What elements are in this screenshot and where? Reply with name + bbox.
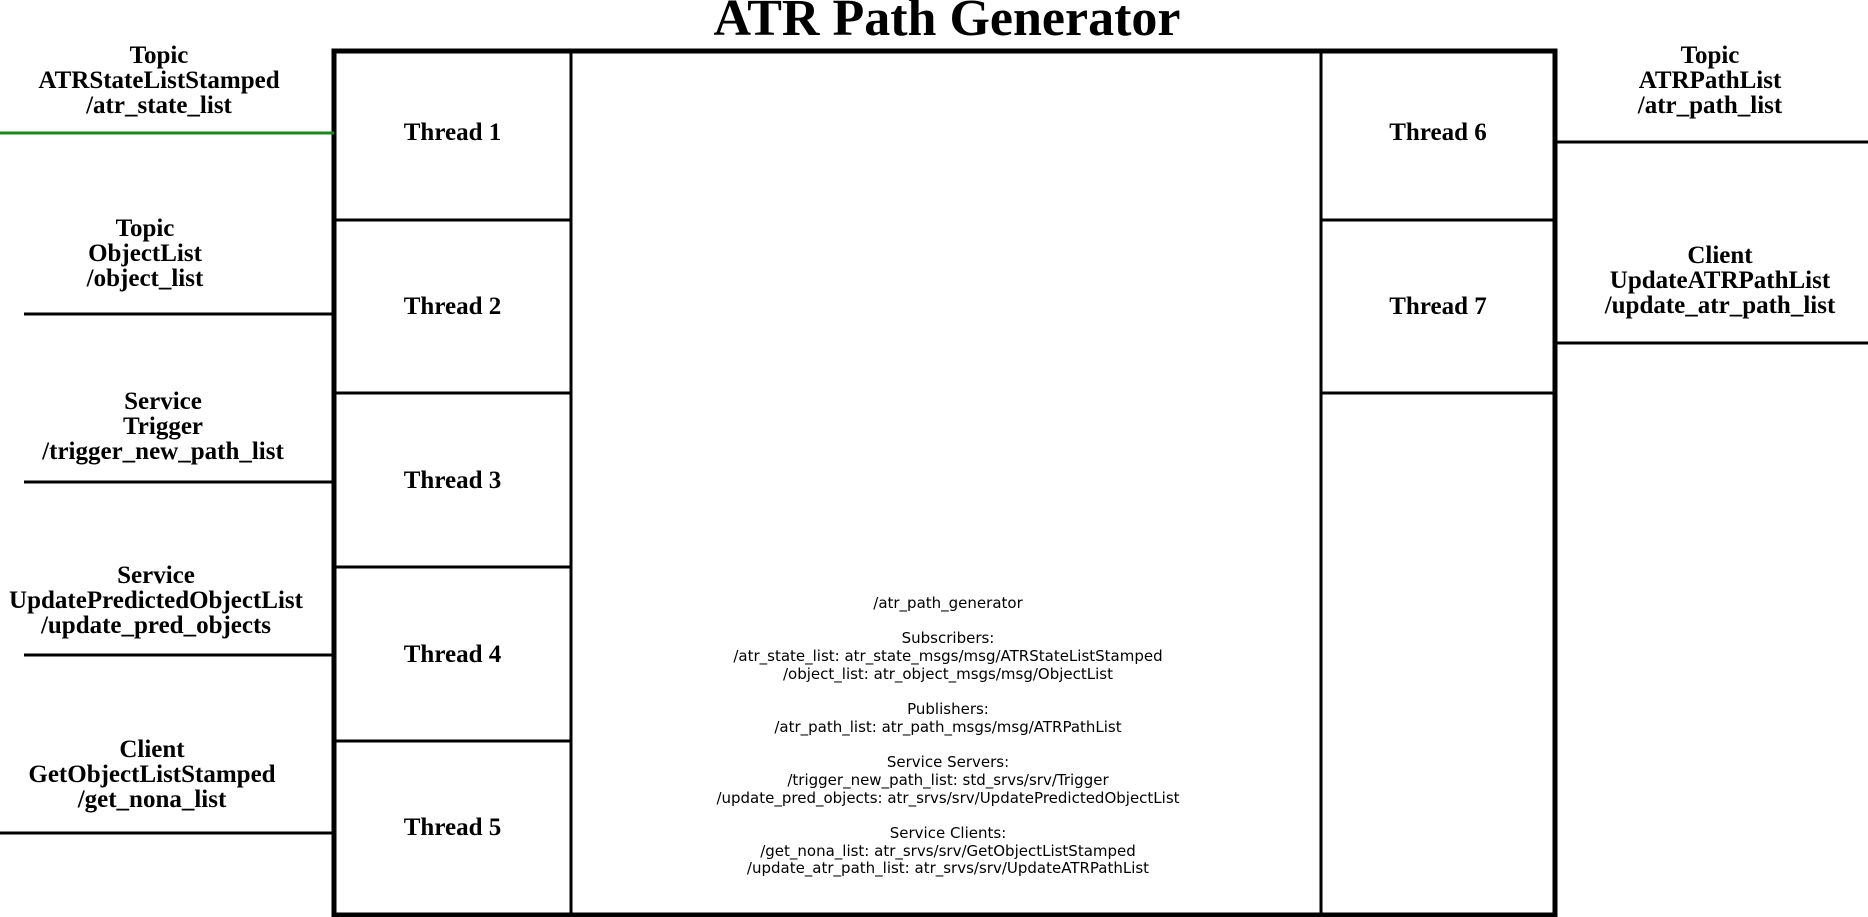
subscriber-entry: /object_list: atr_object_msgs/msg/Object… (783, 664, 1113, 683)
output-atr-path-list: Topic ATRPathList /atr_path_list (1555, 43, 1865, 118)
input-type: ObjectList (88, 240, 202, 267)
output-update-atr-path-list: Client UpdateATRPathList /update_atr_pat… (1600, 243, 1840, 318)
diagram-title: ATR Path Generator (713, 0, 1181, 47)
input-type: GetObjectListStamped (28, 761, 276, 788)
service-client-entry: /get_nona_list: atr_srvs/srv/GetObjectLi… (760, 841, 1136, 860)
output-kind: Client (1687, 242, 1753, 269)
input-atr-state-list: Topic ATRStateListStamped /atr_state_lis… (0, 43, 318, 118)
service-server-entry: /update_pred_objects: atr_srvs/srv/Updat… (716, 788, 1180, 807)
input-name: /trigger_new_path_list (42, 438, 284, 465)
input-kind: Service (124, 388, 202, 415)
thread-5-label: Thread 5 (403, 814, 502, 841)
thread-6-label: Thread 6 (1389, 119, 1487, 146)
subscribers-section: Subscribers: /atr_state_list: atr_state_… (573, 630, 1323, 683)
input-trigger-new-path-list: Service Trigger /trigger_new_path_list (0, 389, 326, 464)
node-name: /atr_path_generator (873, 594, 1023, 612)
service-clients-section: Service Clients: /get_nona_list: atr_srv… (573, 824, 1323, 878)
subscribers-heading: Subscribers: (901, 629, 995, 648)
output-kind: Topic (1680, 42, 1740, 69)
input-name: /get_nona_list (77, 786, 227, 813)
service-servers-heading: Service Servers: (886, 753, 1010, 772)
node-info: /atr_path_generator Subscribers: /atr_st… (573, 594, 1323, 878)
output-type: ATRPathList (1638, 67, 1782, 94)
input-name: /atr_state_list (86, 92, 232, 119)
input-get-nona-list: Client GetObjectListStamped /get_nona_li… (0, 737, 304, 812)
thread-7-label: Thread 7 (1389, 293, 1487, 320)
service-client-entry: /update_atr_path_list: atr_srvs/srv/Upda… (746, 859, 1150, 878)
thread-3-label: Thread 3 (403, 467, 502, 494)
publisher-entry: /atr_path_list: atr_path_msgs/msg/ATRPat… (774, 717, 1122, 736)
thread-1-label: Thread 1 (403, 119, 502, 146)
publishers-heading: Publishers: (907, 700, 989, 719)
thread-2-label: Thread 2 (403, 293, 502, 320)
input-kind: Service (117, 562, 195, 589)
input-update-pred-objects: Service UpdatePredictedObjectList /updat… (0, 563, 312, 638)
input-type: UpdatePredictedObjectList (9, 587, 303, 614)
input-type: ATRStateListStamped (38, 67, 280, 94)
service-servers-section: Service Servers: /trigger_new_path_list:… (573, 754, 1323, 807)
subscriber-entry: /atr_state_list: atr_state_msgs/msg/ATRS… (733, 647, 1163, 666)
input-name: /update_pred_objects (40, 612, 272, 639)
output-name: /update_atr_path_list (1604, 292, 1836, 319)
service-server-entry: /trigger_new_path_list: std_srvs/srv/Tri… (787, 770, 1109, 789)
input-kind: Topic (129, 42, 189, 69)
input-kind: Topic (115, 215, 175, 242)
thread-4-label: Thread 4 (403, 641, 502, 668)
service-clients-heading: Service Clients: (889, 824, 1007, 843)
output-type: UpdateATRPathList (1609, 267, 1831, 294)
input-name: /object_list (86, 265, 204, 292)
output-name: /atr_path_list (1637, 92, 1783, 119)
input-kind: Client (119, 736, 185, 763)
input-type: Trigger (122, 413, 204, 440)
publishers-section: Publishers: /atr_path_list: atr_path_msg… (573, 700, 1323, 736)
input-object-list: Topic ObjectList /object_list (0, 216, 290, 291)
